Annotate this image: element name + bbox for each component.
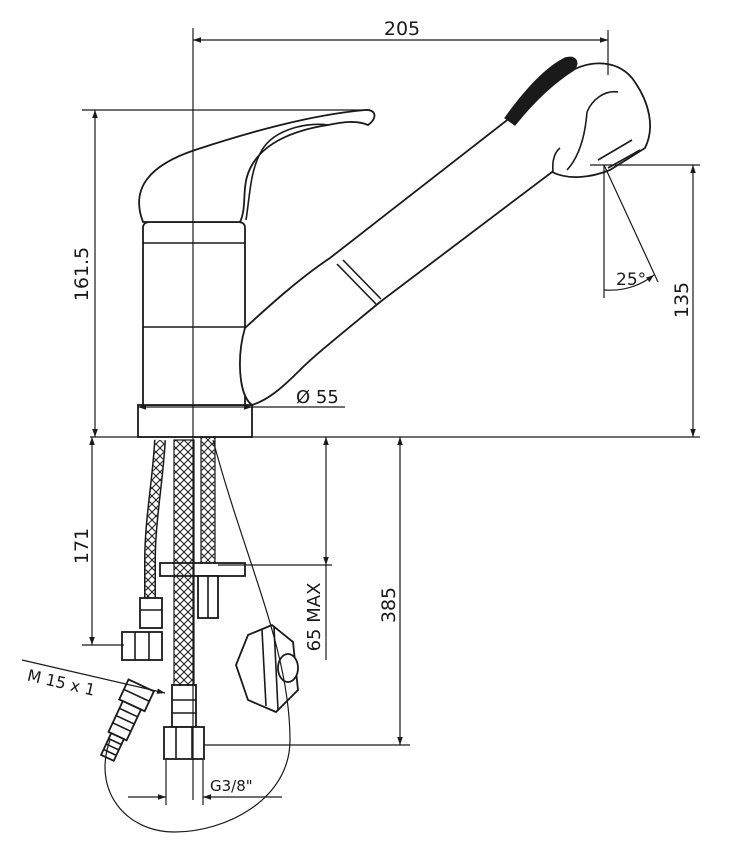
lever-handle (138, 109, 376, 223)
dim-below-counter-label: 171 (71, 528, 93, 564)
hose-center (163, 439, 205, 760)
dim-thread-connection-label: G3/8" (210, 777, 253, 795)
dim-width-total-label: 205 (384, 18, 420, 40)
dim-max-thickness-label: 65 MAX (304, 583, 325, 652)
dim-hose-length-label: 385 (378, 587, 400, 623)
mounting-assembly (159, 436, 246, 619)
dim-base-diameter-label: Ø 55 (296, 387, 339, 408)
dim-spray-angle: 25° (603, 164, 659, 298)
dim-height-total: 161.5 (71, 109, 370, 437)
dim-spout-height-label: 135 (671, 282, 693, 318)
dim-max-thickness: 65 MAX (218, 437, 332, 660)
dim-hose-length: 385 (204, 437, 410, 746)
dim-spray-angle-label: 25° (616, 270, 646, 290)
detached-fitting (99, 678, 156, 763)
dim-base-diameter: Ø 55 (138, 387, 345, 410)
dim-below-counter: 171 (71, 437, 124, 646)
dim-spout-height: 135 (590, 164, 700, 437)
dim-thread-hose-label: M 15 x 1 (25, 666, 97, 700)
hose-left (121, 439, 166, 661)
pull-out-spout (239, 56, 651, 406)
dim-height-total-label: 161.5 (71, 247, 93, 301)
dim-thread-connection: G3/8" (128, 760, 282, 805)
swing-arc (104, 439, 291, 833)
dim-width-total: 205 (193, 18, 609, 75)
cylinder-nut (235, 623, 299, 714)
faucet-body (137, 221, 253, 438)
